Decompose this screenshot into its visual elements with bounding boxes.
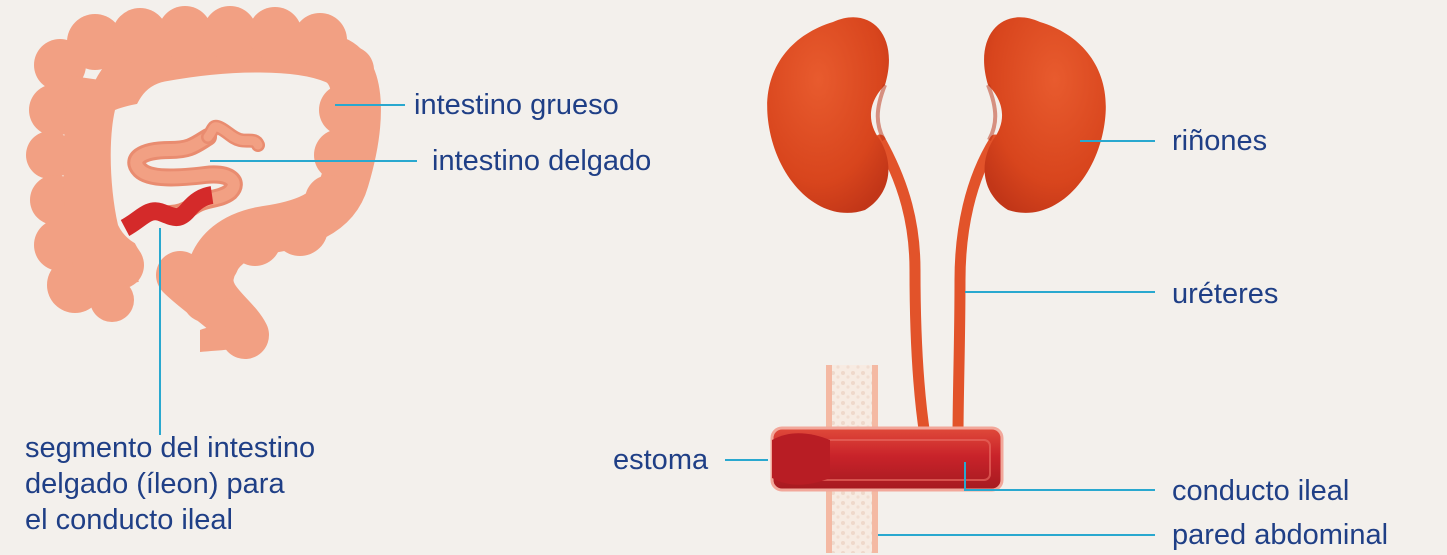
label-ureters: uréteres	[1172, 278, 1279, 310]
ureters	[874, 134, 1001, 442]
label-small-intestine: intestino delgado	[432, 145, 652, 177]
label-ileum-segment-line-2: delgado (íleon) para	[25, 468, 285, 500]
ileal-conduit	[770, 426, 1004, 492]
label-abdominal-wall: pared abdominal	[1172, 519, 1389, 551]
leader-ileal-conduit	[964, 462, 1155, 491]
label-kidneys: riñones	[1172, 125, 1268, 157]
right-kidney	[984, 17, 1106, 213]
large-intestine	[26, 6, 381, 359]
ileum-segment	[120, 186, 214, 236]
kidneys	[767, 17, 1106, 213]
label-ileum-segment-line-3: el conducto ileal	[25, 504, 233, 536]
leader-lines	[159, 104, 1155, 536]
label-ileum-segment: segmento del intestino delgado (íleon) p…	[25, 430, 315, 538]
label-ileum-segment-line-1: segmento del intestino	[25, 432, 316, 464]
label-ileal-conduit: conducto ileal	[1172, 475, 1350, 507]
label-stoma: estoma	[613, 444, 709, 476]
label-large-intestine: intestino grueso	[414, 89, 619, 121]
left-kidney	[767, 17, 889, 213]
